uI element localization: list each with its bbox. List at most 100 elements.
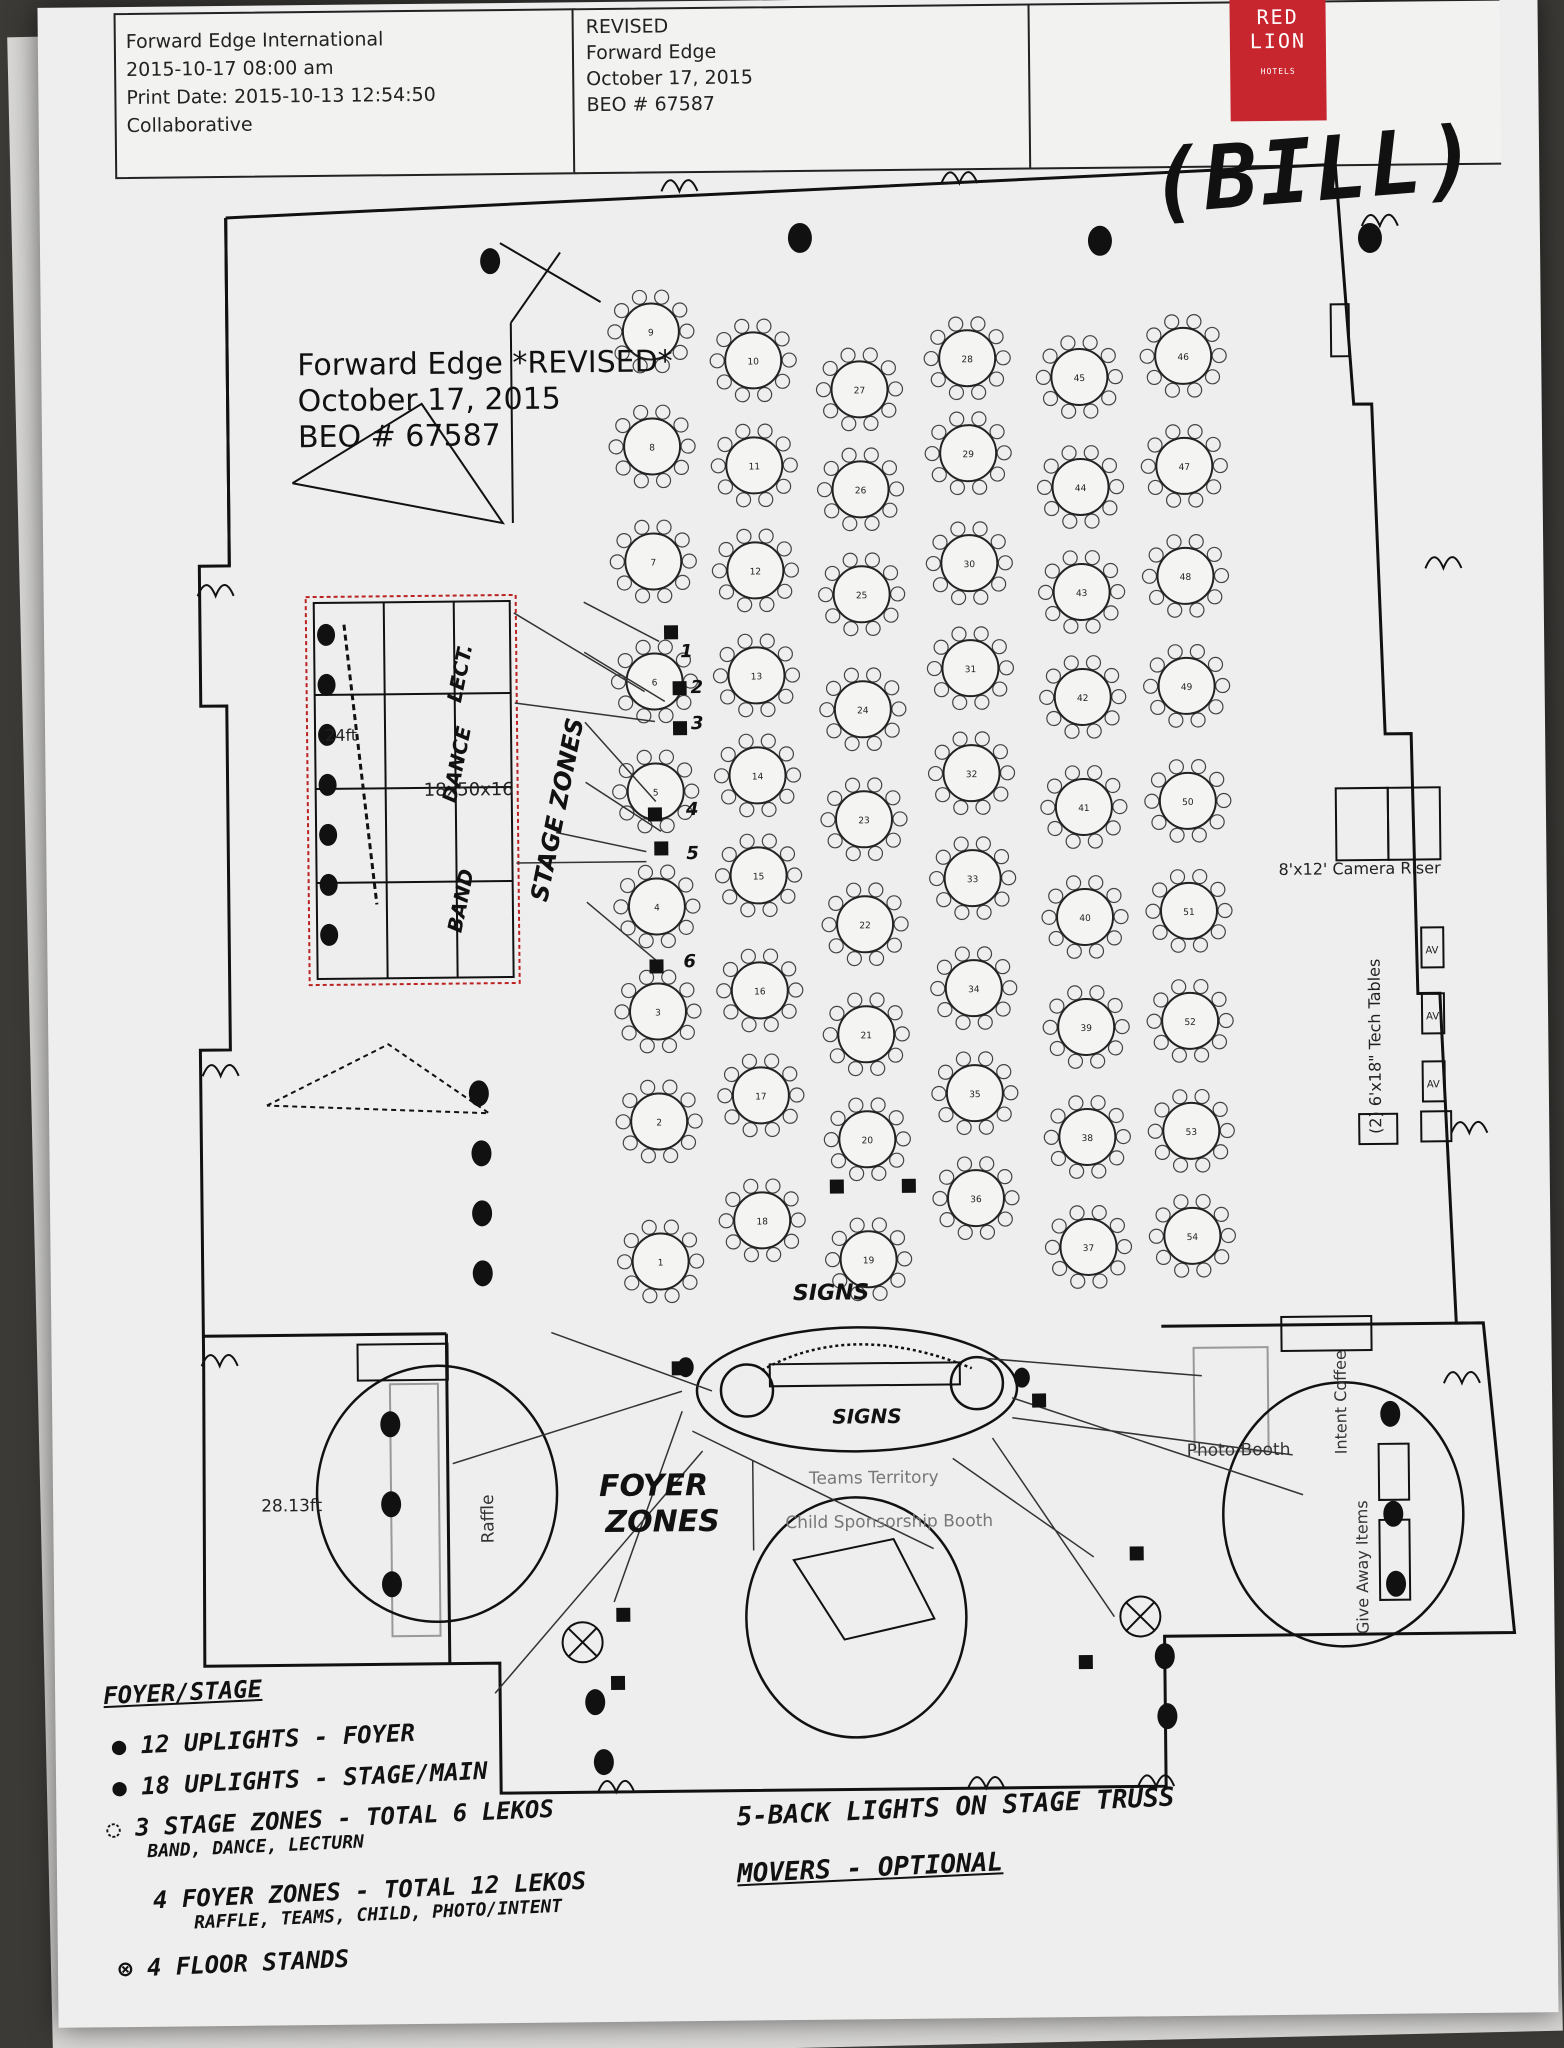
table-number: 33 — [967, 875, 979, 885]
table-number: 7 — [650, 558, 656, 568]
table-number: 38 — [1082, 1134, 1094, 1144]
foyer-width-label: 28.13ft — [261, 1496, 323, 1517]
table-number: 41 — [1078, 804, 1090, 814]
table-number: 5 — [653, 788, 659, 798]
table-number: 27 — [854, 386, 866, 396]
table-number: 20 — [862, 1136, 874, 1146]
table-number: 44 — [1075, 484, 1087, 494]
table-number: 22 — [859, 921, 871, 931]
round-table: 26 — [816, 447, 905, 532]
round-table: 54 — [1148, 1193, 1236, 1278]
zone-number-2: 2 — [691, 677, 704, 698]
table-number: 35 — [969, 1090, 981, 1100]
table-number: 21 — [861, 1031, 873, 1041]
table-number: 37 — [1083, 1244, 1095, 1254]
door-swing — [1443, 1371, 1481, 1386]
signs-mid-note: SIGNS — [832, 1404, 902, 1429]
table-number: 16 — [754, 987, 766, 997]
zone-number-3: 3 — [691, 713, 704, 734]
table-number: 45 — [1074, 374, 1086, 384]
table-number: 3 — [655, 1008, 661, 1018]
round-table: 33 — [929, 836, 1017, 921]
table-number: 54 — [1187, 1233, 1199, 1243]
round-table: 49 — [1143, 643, 1231, 728]
table-number: 17 — [755, 1092, 767, 1102]
table-number: 9 — [648, 328, 654, 338]
round-table: 23 — [820, 777, 908, 862]
door-swing — [1450, 1120, 1489, 1136]
door-swing — [597, 1779, 636, 1795]
table-number: 52 — [1184, 1018, 1196, 1028]
door-swing — [1137, 1774, 1176, 1789]
table-number: 25 — [856, 591, 868, 601]
foyer-zones-note-2: ZONES — [604, 1504, 720, 1540]
round-table: 34 — [930, 946, 1018, 1031]
round-table: 45 — [1035, 335, 1123, 419]
floor-plan: 1234567891817161514131211101920212223242… — [196, 162, 1517, 1795]
round-table: 14 — [713, 733, 802, 818]
round-table: 19 — [825, 1217, 913, 1302]
round-table: 9 — [607, 289, 695, 374]
table-number: 40 — [1079, 914, 1091, 924]
table-number: 43 — [1076, 589, 1088, 599]
round-table: 37 — [1044, 1205, 1133, 1289]
zone-number-6: 6 — [683, 951, 696, 972]
table-number: 1 — [658, 1258, 664, 1268]
av-label-2: AV — [1426, 1011, 1439, 1022]
round-table: 10 — [709, 318, 797, 403]
table-layout: 1234567891817161514131211101920212223242… — [607, 289, 1236, 1304]
truss-drawing — [266, 242, 602, 1115]
table-number: 30 — [964, 560, 976, 570]
stage-platform — [304, 593, 521, 987]
band-note: BAND — [443, 867, 479, 935]
round-table: 42 — [1039, 655, 1127, 739]
table-number: 11 — [749, 462, 761, 472]
round-table: 12 — [711, 528, 799, 613]
foyer-uplights — [380, 1357, 1407, 1776]
round-table: 36 — [932, 1156, 1020, 1241]
table-number: 6 — [652, 678, 658, 688]
round-table: 39 — [1042, 985, 1130, 1069]
stage-width-label: 24ft — [325, 726, 357, 745]
round-table: 18 — [718, 1178, 806, 1263]
paper-sheet: Forward Edge International 2015-10-17 08… — [37, 0, 1559, 2028]
child-booth-label: Child Sponsorship Booth — [785, 1511, 993, 1533]
table-number: 13 — [751, 672, 763, 682]
table-number: 31 — [965, 665, 977, 675]
table-number: 12 — [750, 567, 762, 577]
tech-area — [1329, 303, 1453, 1146]
table-number: 29 — [962, 450, 974, 460]
floor-stands — [561, 1595, 1162, 1664]
teams-territory-label: Teams Territory — [808, 1468, 939, 1489]
door-swing — [940, 171, 979, 186]
intent-coffee-label: Intent Coffee — [1331, 1350, 1351, 1454]
plan-title-line2: October 17, 2015 — [297, 381, 561, 419]
door-swing — [1360, 213, 1399, 229]
table-number: 26 — [855, 486, 867, 496]
round-table: 13 — [712, 633, 801, 718]
table-number: 23 — [858, 816, 870, 826]
round-table: 28 — [923, 316, 1011, 401]
table-number: 48 — [1180, 573, 1192, 583]
signs-top-note: SIGNS — [793, 1280, 870, 1306]
stage-uplights — [317, 222, 1382, 1287]
door-swing — [196, 584, 235, 599]
round-table: 1 — [617, 1219, 705, 1304]
round-table: 4 — [613, 864, 701, 949]
round-table: 35 — [931, 1051, 1019, 1136]
round-table: 20 — [823, 1097, 911, 1182]
table-number: 36 — [970, 1195, 982, 1205]
give-away-label: Give Away Items — [1352, 1500, 1372, 1634]
table-number: 34 — [968, 985, 980, 995]
tech-tables-label: (2) 6'x18" Tech Tables — [1364, 959, 1385, 1134]
foyer-zone-circles — [315, 1326, 1465, 1739]
round-table: 29 — [924, 411, 1012, 496]
round-table: 43 — [1038, 550, 1126, 634]
table-number: 28 — [961, 355, 973, 365]
round-table: 8 — [608, 404, 696, 489]
av-label-3: AV — [1427, 1079, 1440, 1090]
table-number: 39 — [1080, 1024, 1092, 1034]
table-number: 51 — [1183, 908, 1195, 918]
round-table: 30 — [925, 521, 1013, 606]
